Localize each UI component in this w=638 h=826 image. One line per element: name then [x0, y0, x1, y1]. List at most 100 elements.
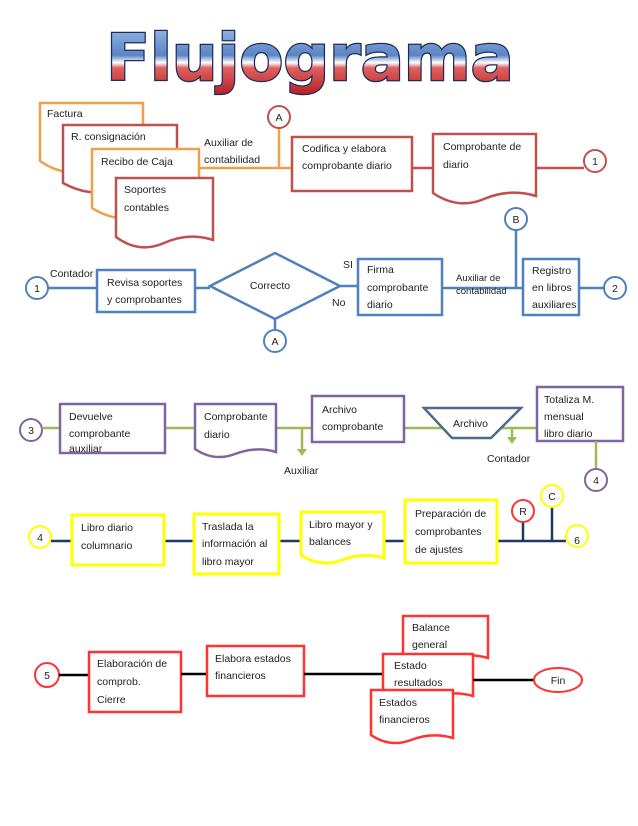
connector-r [511, 499, 535, 523]
preparacion-label-2: comprobantes [415, 526, 482, 538]
libro-diario-label-2: columnario [81, 540, 133, 552]
revisa-label-2: y comprobantes [107, 294, 182, 306]
estados-label-2: financieros [379, 714, 430, 726]
comprobante2-label-2: diario [204, 429, 230, 441]
estado-label-2: resultados [394, 677, 442, 689]
connector-c [540, 484, 564, 508]
libro-mayor-label-2: balances [309, 536, 351, 548]
estados-label-1: Estados [379, 697, 417, 709]
devuelve-label-2: comprobante [69, 428, 130, 440]
elaboracion-label-1: Elaboración de [97, 658, 167, 670]
codifica-process [290, 135, 414, 193]
devuelve-label-3: auxiliar [69, 443, 103, 455]
comprobante2-label-1: Comprobante [204, 411, 268, 423]
traslada-process [192, 512, 281, 576]
registro-label-2: en libros [532, 282, 572, 294]
devuelve-comprobante-process [58, 402, 167, 455]
archivo-comprobante-label-2: comprobante [322, 421, 383, 433]
factura-label: Factura [47, 108, 83, 120]
devuelve-label-1: Devuelve [69, 411, 113, 423]
connector-4-left-label: 4 [37, 532, 43, 544]
comprobante-diario-document [431, 132, 538, 205]
elabora-label-2: financieros [215, 670, 266, 682]
revisa-label-1: Revisa soportes [107, 277, 182, 289]
archivo-label: Archivo [453, 418, 488, 430]
connector-4-right-label: 4 [593, 475, 599, 487]
archivo-storage [421, 406, 525, 440]
libro-mayor-document [299, 510, 386, 565]
estados-financieros-document [369, 688, 455, 745]
balance-label-1: Balance [412, 622, 450, 634]
preparacion-label-3: de ajustes [415, 544, 463, 556]
firma-label-1: Firma [367, 264, 394, 276]
balance-label-2: general [412, 639, 447, 651]
preparacion-label-1: Preparación de [415, 508, 486, 520]
comprobante-label-2: diario [443, 159, 469, 171]
auxiliar-arrowhead [297, 449, 307, 456]
soportes-label-1: Soportes [124, 184, 166, 196]
connector-a-bottom-label: A [271, 336, 278, 348]
fin-label: Fin [551, 675, 566, 687]
auxiliar-label-1: Auxiliar de [204, 137, 253, 149]
auxiliar3-label: Auxiliar [284, 465, 319, 477]
preparacion-ajustes-process [403, 498, 499, 565]
page-title: Flujograma [106, 22, 514, 96]
connector-r-label: R [519, 506, 527, 518]
connector-6-label: 6 [574, 535, 580, 547]
registro-libros-process [521, 257, 581, 317]
connector-5-label: 5 [44, 670, 50, 682]
archivo-comprobante-label-1: Archivo [322, 404, 357, 416]
contador-label: Contador [50, 268, 94, 280]
auxiliar2-label-2: contabilidad [456, 286, 507, 297]
estado-label-1: Estado [394, 660, 427, 672]
contador-arrowhead [507, 437, 517, 444]
firma-label-2: comprobante [367, 282, 428, 294]
elabora-label-1: Elabora estados [215, 653, 291, 665]
soportes-label-2: contables [124, 202, 169, 214]
revisa-soportes-process [95, 268, 197, 314]
totaliza-label-3: libro diario [544, 428, 593, 440]
firma-label-3: diario [367, 299, 393, 311]
totaliza-process [535, 385, 625, 443]
connector-1-left-label: 1 [34, 283, 40, 295]
connector-4-left [28, 525, 52, 549]
totaliza-label-2: mensual [544, 411, 584, 423]
traslada-label-2: información al [202, 538, 267, 550]
no-label: No [332, 297, 346, 309]
contador3-label: Contador [487, 453, 531, 465]
connector-6 [565, 524, 589, 548]
registro-label-3: auxiliares [532, 299, 576, 311]
codifica-label-1: Codifica y elabora [302, 143, 386, 155]
elabora-estados-process [205, 644, 306, 698]
connector-4-right [584, 468, 608, 492]
elaboracion-label-2: comprob. [97, 676, 141, 688]
connector-2-label: 2 [612, 283, 618, 295]
codifica-label-2: comprobante diario [302, 160, 392, 172]
connector-2 [603, 276, 627, 300]
traslada-label-1: Traslada la [202, 521, 254, 533]
auxiliar2-label-1: Auxiliar de [456, 273, 500, 284]
connector-b-label: B [512, 214, 519, 226]
r-consignacion-label: R. consignación [71, 131, 146, 143]
si-label: SI [343, 259, 353, 271]
connector-1-right [583, 149, 607, 173]
comprobante-diario-document-2 [193, 402, 278, 459]
auxiliar-label-2: contabilidad [204, 154, 260, 166]
connector-a-bottom [263, 329, 287, 353]
firma-comprobante-process [356, 257, 444, 317]
libro-diario-columnario [70, 513, 166, 567]
comprobante-label-1: Comprobante de [443, 141, 521, 153]
connector-3-label: 3 [28, 425, 34, 437]
connector-3 [19, 418, 43, 442]
connector-a-top-label: A [275, 112, 282, 124]
elaboracion-cierre-process [87, 650, 183, 714]
fin-terminator [533, 667, 583, 693]
connector-c-label: C [548, 491, 556, 503]
connector-a-top [267, 105, 291, 129]
connector-1-right-label: 1 [592, 156, 598, 168]
libro-diario-label-1: Libro diario [81, 522, 133, 534]
totaliza-label-1: Totaliza M. [544, 394, 594, 406]
recibo-caja-label: Recibo de Caja [101, 156, 173, 168]
libro-mayor-label-1: Libro mayor y [309, 519, 373, 531]
